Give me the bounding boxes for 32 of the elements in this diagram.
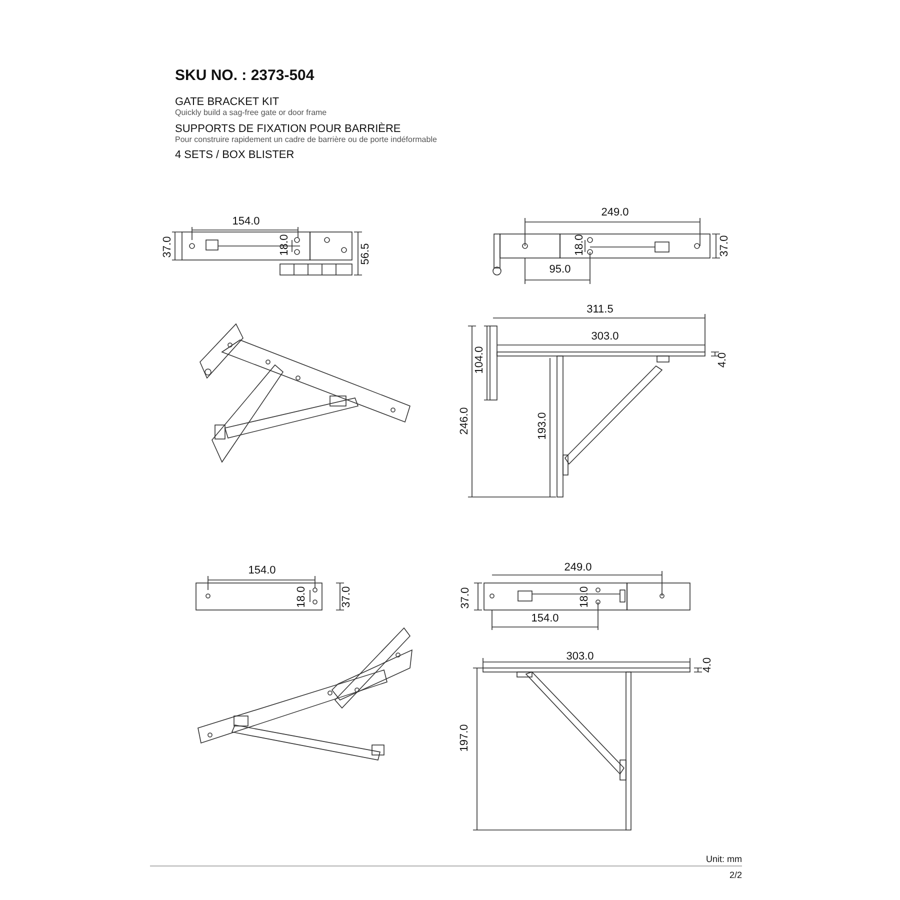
dimension-value: 249.0 (601, 208, 629, 218)
dimension-value: 4.0 (718, 352, 728, 368)
dimension-value: 193.0 (538, 412, 548, 440)
dimension-value: 154.0 (232, 216, 260, 228)
description-text: Quickly build a sag-free gate or door frame (175, 109, 327, 117)
dimension-value: 18.0 (280, 234, 290, 256)
dimension-value: 37.0 (460, 587, 472, 609)
dimension-value: 37.0 (720, 235, 730, 257)
dimension-value: 104.0 (474, 346, 486, 374)
heading-text: GATE BRACKET KIT (175, 97, 280, 108)
footer-note: Unit: mm (706, 855, 742, 864)
heading-text: 4 SETS / BOX BLISTER (175, 150, 294, 161)
description-text: Pour construire rapidement un cadre de barrière ou de porte indéformable (175, 136, 437, 144)
dimension-value: 37.0 (342, 586, 352, 608)
dimension-value: 303.0 (566, 652, 594, 662)
dimension-value: 303.0 (591, 332, 619, 342)
sku-title: SKU NO. : 2373-504 (175, 68, 314, 83)
dimension-value: 37.0 (162, 236, 174, 258)
dimension-value: 95.0 (549, 264, 571, 276)
dimension-value: 154.0 (531, 614, 559, 624)
dimension-value: 18.0 (574, 234, 586, 256)
dimension-value: 246.0 (460, 407, 470, 435)
heading-text: SUPPORTS DE FIXATION POUR BARRIÈRE (175, 124, 401, 135)
dimension-value: 154.0 (248, 566, 276, 576)
dimension-value: 56.5 (360, 243, 372, 265)
footer-note: 2/2 (729, 871, 742, 880)
dimension-value: 18.0 (296, 586, 308, 608)
dimension-value: 197.0 (460, 724, 470, 752)
dimension-value: 311.5 (586, 304, 614, 316)
dimension-value: 18.0 (580, 586, 590, 608)
dimension-value: 249.0 (564, 562, 592, 574)
dimension-value: 4.0 (702, 657, 714, 673)
